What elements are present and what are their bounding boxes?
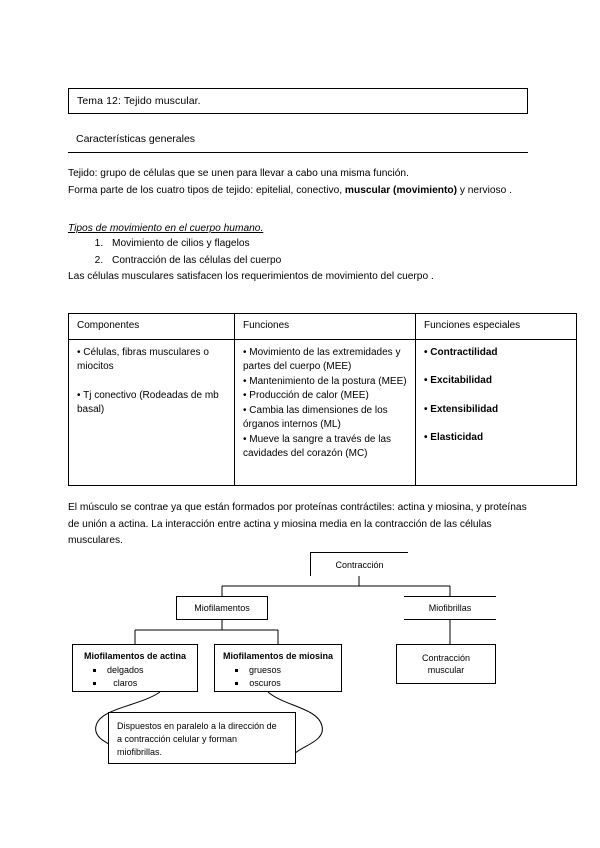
node-title: Miofilamentos de actina	[83, 651, 187, 661]
list-item: • Tj conectivo (Rodeadas de mb basal)	[77, 389, 219, 416]
diagram-connectors	[95, 576, 451, 757]
diagram-node-miosina: Miofilamentos de miosina gruesos oscuros	[214, 644, 342, 692]
diagram-node-contraccion: Contracción	[310, 552, 408, 576]
list-item: • Mueve la sangre a través de las cavida…	[243, 433, 392, 460]
diagram-node-miofibrillas: Miofibrillas	[404, 596, 496, 620]
intro-line-2-post: y nervioso .	[457, 184, 512, 196]
componentes-list: • Células, fibras musculares o miocitos …	[77, 346, 227, 418]
table-header-funciones-especiales: Funciones especiales	[415, 313, 577, 340]
list-item: • Contractilidad	[424, 346, 498, 358]
list-item: Movimiento de cilios y flagelos	[106, 236, 281, 253]
miosina-bullets: gruesos oscuros	[215, 664, 281, 689]
table-cell-funciones: • Movimiento de las extremidades y parte…	[234, 338, 416, 486]
contraction-diagram: Contracción Miofilamentos Miofibrillas M…	[0, 540, 600, 790]
table-header-row: Componentes Funciones Funciones especial…	[68, 313, 577, 340]
table-header-componentes: Componentes	[68, 313, 235, 340]
table-cell-componentes: • Células, fibras musculares o miocitos …	[68, 338, 235, 486]
list-item: Contracción de las células del cuerpo	[106, 253, 281, 270]
node-title: Miofilamentos de miosina	[222, 651, 334, 661]
diagram-node-miofilamentos: Miofilamentos	[176, 596, 268, 620]
funciones-list: • Movimiento de las extremidades y parte…	[243, 346, 408, 462]
section-heading: Características generales	[76, 133, 196, 145]
section-divider	[68, 152, 528, 153]
movement-type-list: Movimiento de cilios y flagelos Contracc…	[68, 236, 281, 269]
table-header-funciones: Funciones	[234, 313, 416, 340]
intro-bold-term: muscular (movimiento)	[344, 184, 458, 196]
diagram-node-actina: Miofilamentos de actina delgados claros	[72, 644, 198, 692]
title-box: Tema 12: Tejido muscular.	[68, 88, 528, 114]
list-item: oscuros	[234, 677, 281, 688]
list-item: • Células, fibras musculares o miocitos	[77, 346, 209, 373]
list-item: • Producción de calor (MEE)	[243, 390, 369, 401]
after-list-text: Las células musculares satisfacen los re…	[68, 271, 434, 282]
table-cell-funciones-especiales: • Contractilidad • Excitabilidad • Exten…	[415, 338, 577, 486]
intro-paragraph: Tejido: grupo de células que se unen par…	[68, 166, 532, 199]
intro-line-2-pre: Forma parte de los cuatro tipos de tejid…	[68, 184, 345, 196]
node-label: Contracción	[335, 559, 384, 570]
list-item: • Excitabilidad	[424, 375, 492, 386]
diagram-node-explanation: Dispuestos en paralelo a la dirección de…	[108, 712, 296, 764]
actina-bullets: delgados claros	[73, 664, 144, 689]
explanation-line-3: miofibrillas.	[117, 747, 163, 757]
funciones-especiales-list: • Contractilidad • Excitabilidad • Exten…	[424, 346, 569, 446]
list-item: • Extensibilidad	[424, 403, 499, 415]
diagram-node-contraccion-muscular: Contracción muscular	[396, 644, 496, 684]
list-item: • Cambia las dimensiones de los órganos …	[243, 404, 388, 431]
intro-line-1: Tejido: grupo de células que se unen par…	[68, 168, 409, 179]
document-title: Tema 12: Tejido muscular.	[77, 95, 201, 107]
list-item: gruesos	[234, 665, 282, 675]
node-label: Miofibrillas	[428, 603, 472, 613]
movement-subheading: Tipos de movimiento en el cuerpo humano.	[68, 223, 264, 234]
table-body-row: • Células, fibras musculares o miocitos …	[68, 338, 577, 486]
explanation-line-1: Dispuestos en paralelo a la dirección de	[117, 721, 277, 731]
contraction-paragraph: El músculo se contrae ya que están forma…	[68, 502, 527, 546]
node-label: Contracción muscular	[421, 653, 471, 675]
node-label: Miofilamentos	[194, 603, 250, 613]
list-item: claros	[93, 677, 144, 690]
explanation-line-2: a contracción celular y forman	[117, 734, 238, 744]
list-item: delgados	[93, 665, 144, 675]
list-item: • Mantenimiento de la postura (MEE)	[243, 375, 407, 387]
list-item: • Movimiento de las extremidades y parte…	[243, 346, 401, 373]
list-item: • Elasticidad	[424, 432, 484, 443]
muscle-tissue-table: Componentes Funciones Funciones especial…	[68, 313, 577, 486]
